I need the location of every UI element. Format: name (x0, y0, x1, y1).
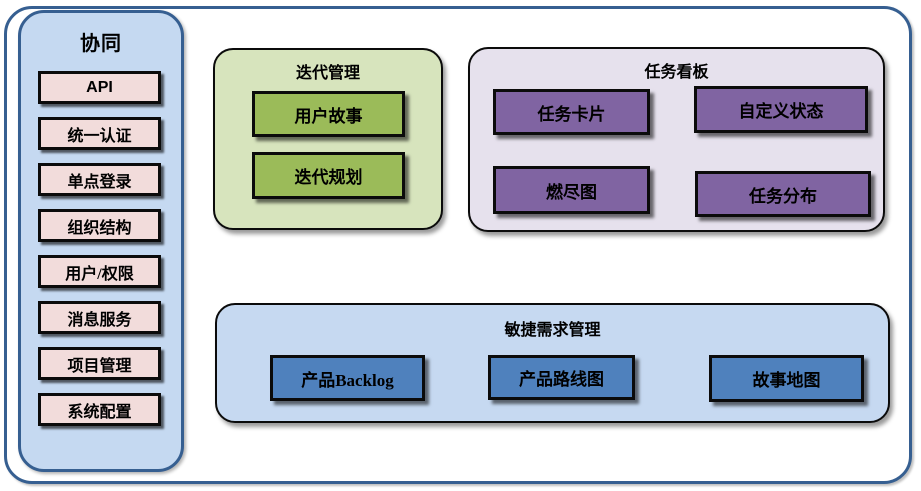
sidebar-item-unified-auth: 统一认证 (38, 117, 161, 150)
sidebar-item-user-permissions: 用户/权限 (38, 255, 161, 288)
item-iteration-planning: 迭代规划 (252, 152, 405, 199)
sidebar-item-message-service: 消息服务 (38, 301, 161, 334)
sidebar-item-project-management: 项目管理 (38, 347, 161, 380)
sidebar-item-system-config: 系统配置 (38, 393, 161, 426)
item-task-card: 任务卡片 (493, 89, 650, 135)
sidebar-item-org-structure: 组织结构 (38, 209, 161, 242)
sidebar-item-api: API (38, 71, 161, 104)
group-title-agile-requirements: 敏捷需求管理 (504, 322, 601, 339)
item-user-story: 用户故事 (252, 91, 405, 137)
collaboration-panel: 协同 API 统一认证 单点登录 组织结构 用户/权限 消息服务 项目管理 系统… (18, 10, 184, 472)
group-agile-requirements: 敏捷需求管理 产品Backlog 产品路线图 故事地图 (215, 303, 890, 423)
sidebar-item-single-sign-on: 单点登录 (38, 163, 161, 196)
item-task-distribution: 任务分布 (695, 171, 871, 217)
group-task-kanban: 任务看板 任务卡片 自定义状态 燃尽图 任务分布 (468, 47, 885, 232)
item-story-map: 故事地图 (709, 355, 864, 402)
group-title-iteration-management: 迭代管理 (295, 65, 360, 82)
item-product-roadmap: 产品路线图 (488, 355, 635, 400)
collaboration-panel-title: 协同 (80, 33, 122, 55)
group-iteration-management: 迭代管理 用户故事 迭代规划 (213, 48, 443, 230)
item-custom-status: 自定义状态 (694, 86, 868, 133)
group-title-task-kanban: 任务看板 (644, 64, 709, 81)
item-product-backlog: 产品Backlog (270, 355, 425, 401)
item-burndown-chart: 燃尽图 (493, 166, 650, 214)
